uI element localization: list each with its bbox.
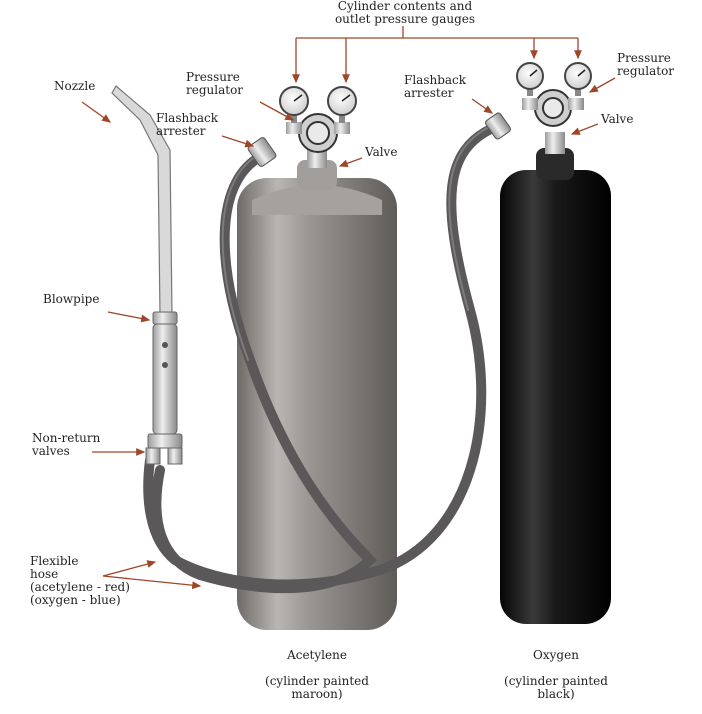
diagram-stage: Cylinder contents and outlet pressure ga… [30,0,675,701]
valve-left-label: Valve [365,145,398,159]
gauge-icon-right-2 [564,62,592,96]
gauge-icon-right-1 [516,62,544,96]
gauges-heading-label: Cylinder contents and outlet pressure ga… [334,0,476,26]
oxygen-caption: Oxygen (cylinder painted black) [476,636,636,714]
flashback-arrester-right [484,112,512,140]
flexible-hose-label: Flexible hose (acetylene - red) (oxygen … [30,554,130,607]
oxygen-note: (cylinder painted black) [504,674,608,701]
hoses [143,123,498,594]
gauge-icon-left-2 [327,86,357,123]
pressure-regulator-right-label: Pressure regulator [617,51,675,78]
blowpipe-icon [111,85,183,465]
regulator-icon-right [522,89,584,127]
acetylene-caption: Acetylene (cylinder painted maroon) [237,636,397,714]
label-leaders [81,77,616,590]
flashback-arrester-left-label: Flashback arrester [156,111,219,138]
acetylene-cylinder [237,144,397,630]
gauge-icon-left-1 [279,86,309,123]
acetylene-note: (cylinder painted maroon) [265,674,369,701]
gauge-heading-leaders [292,26,582,84]
oxygen-name: Oxygen [533,648,579,662]
pressure-regulator-left-label: Pressure regulator [186,70,244,97]
blowpipe-label: Blowpipe [43,292,100,306]
acetylene-name: Acetylene [287,648,347,662]
regulator-icon-left [286,113,350,153]
nozzle-label: Nozzle [54,79,96,93]
flashback-arrester-right-label: Flashback arrester [404,73,467,100]
oxygen-cylinder [500,132,611,624]
non-return-valves-label: Non-return valves [32,431,101,458]
diagram-graphic [81,26,616,630]
valve-right-label: Valve [601,112,634,126]
flashback-arrester-left [247,137,277,167]
